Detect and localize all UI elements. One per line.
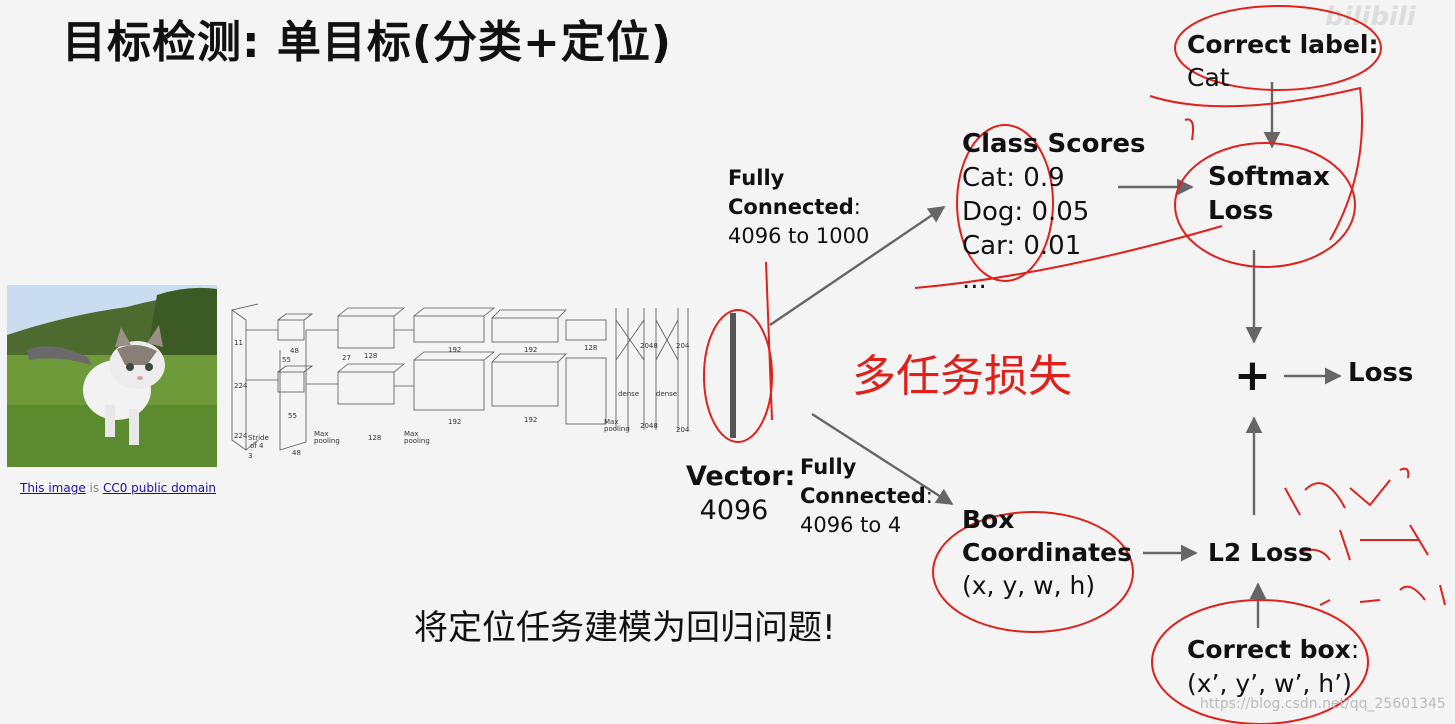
svg-text:Max: Max: [314, 430, 328, 438]
svg-text:of 4: of 4: [250, 442, 264, 450]
fc-top-colon: :: [853, 195, 861, 219]
svg-text:192: 192: [524, 346, 537, 354]
watermark-url: https://blog.csdn.net/qq_25601345: [1200, 696, 1446, 712]
class-scores: Class Scores Cat: 0.9 Dog: 0.05 Car: 0.0…: [962, 127, 1145, 297]
box-coords-line3: (x, y, w, h): [962, 571, 1096, 600]
svg-text:128: 128: [368, 434, 381, 442]
feature-vector-bar: [730, 313, 736, 438]
correct-box-title: Correct box: [1187, 635, 1351, 664]
red-circle-softmax: [1174, 142, 1356, 268]
red-circle-box-coords: [932, 511, 1134, 633]
svg-text:pooling: pooling: [604, 425, 630, 433]
red-curve-softmax: [1149, 86, 1363, 241]
fc-bottom-label: Fully Connected: 4096 to 4: [800, 453, 933, 540]
svg-text:2048: 2048: [676, 426, 690, 434]
correct-label-title: Correct label:: [1187, 30, 1379, 59]
fc-top-line3: 4096 to 1000: [728, 224, 870, 248]
svg-text:48: 48: [292, 449, 301, 457]
svg-text:pooling: pooling: [404, 437, 430, 445]
vector-label-title: Vector:: [686, 461, 796, 492]
fc-bottom-line2: Connected: [800, 484, 926, 508]
svg-text:dense: dense: [656, 390, 677, 398]
arrow-to-box-coords: [811, 412, 954, 506]
vector-label: Vector: 4096: [686, 460, 796, 528]
red-underline-scores: [914, 225, 1223, 289]
red-stroke-vector: [765, 261, 773, 421]
class-scores-title: Class Scores: [962, 129, 1146, 159]
fc-bottom-line3: 4096 to 4: [800, 513, 902, 537]
svg-text:3: 3: [248, 452, 252, 460]
correct-box-value: (x’, y’, w’, h’): [1187, 669, 1352, 698]
svg-text:2048: 2048: [640, 422, 658, 430]
svg-text:2048: 2048: [640, 342, 658, 350]
svg-text:48: 48: [290, 347, 299, 355]
svg-text:Max: Max: [404, 430, 418, 438]
box-coords-line1: Box: [962, 505, 1015, 534]
box-coords-line2: Coordinates: [962, 538, 1132, 567]
softmax-loss-line2: Loss: [1208, 196, 1274, 226]
svg-text:27: 27: [342, 354, 351, 362]
red-formula-line3: [1319, 584, 1446, 606]
softmax-loss-line1: Softmax: [1208, 162, 1330, 192]
total-loss-label: Loss: [1348, 358, 1414, 388]
page-title: 目标检测: 单目标(分类+定位): [62, 17, 672, 68]
l2-loss: L2 Loss: [1208, 538, 1313, 567]
red-circle-correct-label: [1174, 5, 1382, 91]
correct-box-colon: :: [1350, 635, 1360, 664]
svg-text:11: 11: [234, 339, 243, 347]
bilibili-logo: bilibili: [1325, 2, 1416, 32]
multitask-loss-text: 多任务损失: [852, 351, 1072, 402]
softmax-loss: Softmax Loss: [1208, 160, 1330, 228]
fc-bottom-line1: Fully: [800, 455, 857, 479]
arrow-to-class-scores: [769, 206, 946, 326]
correct-box: Correct box: (x’, y’, w’, h’): [1187, 633, 1359, 701]
class-score-dog: Dog: 0.05: [962, 197, 1090, 227]
class-score-ellipsis: ...: [962, 265, 987, 295]
red-formula-line2: [1299, 524, 1429, 561]
red-circle-vector: [703, 309, 773, 443]
svg-text:55: 55: [282, 356, 291, 364]
fc-top-label: Fully Connected: 4096 to 1000: [728, 164, 869, 251]
this-image-link[interactable]: This image: [20, 481, 86, 495]
fc-top-line1: Fully: [728, 166, 785, 190]
svg-text:Stride: Stride: [248, 434, 269, 442]
red-question-mark: [1184, 118, 1195, 141]
correct-label: Correct label: Cat: [1187, 28, 1378, 94]
red-formula-line1: [1284, 467, 1410, 516]
regression-note: 将定位任务建模为回归问题!: [414, 608, 836, 648]
credit-is: is: [85, 481, 103, 495]
image-credit: This image is CC0 public domain: [20, 481, 216, 495]
svg-text:128: 128: [584, 344, 597, 352]
svg-text:224: 224: [234, 382, 248, 390]
svg-text:192: 192: [448, 418, 461, 426]
fc-bottom-colon: :: [925, 484, 933, 508]
svg-text:192: 192: [448, 346, 461, 354]
svg-text:128: 128: [364, 352, 377, 360]
red-circle-class-scores: [956, 124, 1054, 282]
cc0-license-link[interactable]: CC0 public domain: [102, 481, 217, 495]
cat-photo: [7, 285, 217, 467]
red-circle-correct-box: [1151, 599, 1369, 724]
red-annotations: [703, 5, 1446, 724]
svg-text:224: 224: [234, 432, 248, 440]
correct-label-value: Cat: [1187, 63, 1230, 92]
fc-top-line2: Connected: [728, 195, 854, 219]
svg-text:2048: 2048: [676, 342, 690, 350]
svg-text:192: 192: [524, 416, 537, 424]
svg-text:dense: dense: [618, 390, 639, 398]
vector-label-value: 4096: [699, 495, 769, 526]
box-coordinates: Box Coordinates (x, y, w, h): [962, 503, 1132, 602]
svg-text:pooling: pooling: [314, 437, 340, 445]
class-score-car: Car: 0.01: [962, 231, 1082, 261]
svg-text:Max: Max: [604, 418, 618, 426]
svg-text:55: 55: [288, 412, 297, 420]
class-score-cat: Cat: 0.9: [962, 163, 1065, 193]
plus-sign: +: [1234, 350, 1271, 401]
